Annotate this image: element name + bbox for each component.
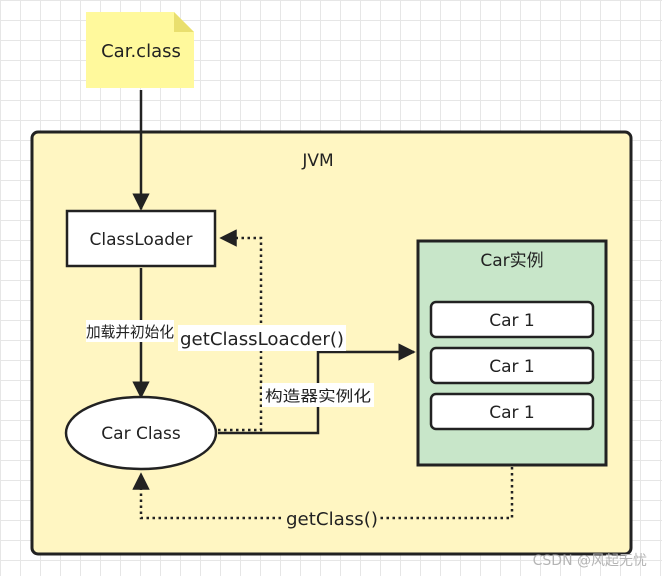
- car-instances-title: Car实例: [480, 251, 543, 271]
- get-class-label-bg: [284, 506, 380, 531]
- jvm-label: JVM: [301, 151, 333, 171]
- construct-label-bg: [262, 383, 374, 407]
- car-instance-2-label: Car 1: [489, 357, 535, 377]
- watermark-text: CSDN @风起无忧: [533, 553, 647, 569]
- car-class-file-node[interactable]: Car.class: [86, 12, 194, 88]
- car-class-label: Car Class: [101, 424, 181, 444]
- car-class-node[interactable]: Car Class: [64, 395, 218, 471]
- classloader-node[interactable]: ClassLoader: [65, 209, 217, 268]
- car-instance-3-label: Car 1: [489, 403, 535, 423]
- car-instance-3[interactable]: Car 1: [429, 392, 595, 431]
- edge-label-get-classloader: getClassLoacder(): [180, 329, 344, 350]
- car-instance-1-label: Car 1: [489, 311, 535, 331]
- edge-label-load-init: 加载并初始化: [86, 323, 174, 341]
- car-instance-1[interactable]: Car 1: [429, 300, 595, 339]
- edge-label-construct: 构造器实例化: [265, 387, 371, 405]
- edge-label-get-class: getClass(): [286, 509, 378, 530]
- classloader-label: ClassLoader: [90, 230, 193, 250]
- car-class-file-label: Car.class: [101, 41, 181, 62]
- load-init-label-bg: [86, 320, 174, 342]
- car-instance-2[interactable]: Car 1: [429, 346, 595, 385]
- get-classloader-label-bg: [178, 325, 346, 351]
